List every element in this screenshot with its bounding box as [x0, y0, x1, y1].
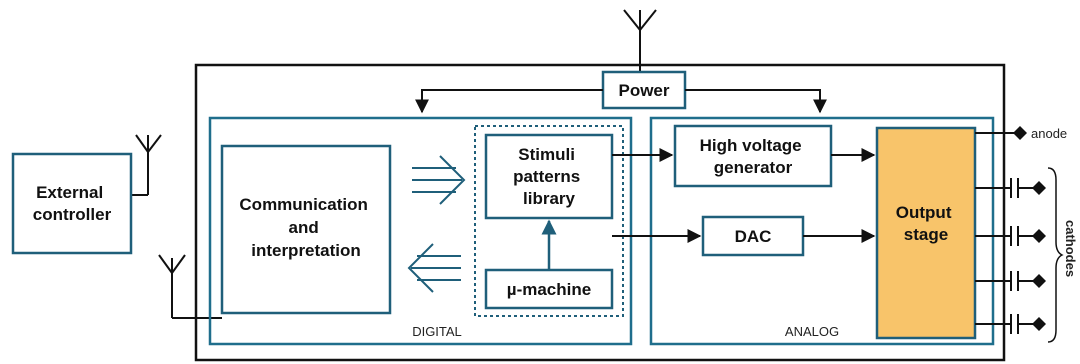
output-stage-label-line2: stage	[904, 225, 948, 244]
svg-text:External controller: External controller	[33, 183, 112, 224]
analog-section-label: ANALOG	[785, 324, 839, 339]
power-label: Power	[618, 81, 669, 100]
external-controller-label-line2: controller	[33, 205, 112, 224]
analog-section	[649, 116, 995, 346]
dac-block	[701, 215, 805, 257]
cathode-terminal-icon	[1032, 181, 1046, 195]
cathode-terminal-icon	[1032, 317, 1046, 331]
cathode-terminal-icon	[1032, 229, 1046, 243]
external-controller-label-line1: External	[36, 183, 103, 202]
communication-label-line2: and	[289, 218, 319, 237]
output-stage-block	[875, 126, 977, 340]
digital-section-label: DIGITAL	[412, 324, 462, 339]
communication-block	[220, 144, 392, 315]
dac-label: DAC	[735, 227, 772, 246]
svg-text:Stimuli patterns libra: Stimuli patterns library	[513, 145, 585, 208]
external-controller-block	[11, 152, 133, 255]
cathode-channel	[975, 226, 1034, 246]
implant-antenna-icon	[158, 254, 222, 319]
stimuli-library-block	[484, 133, 614, 220]
cathode-channel	[975, 314, 1034, 334]
svg-text:Output stage: Output stage	[896, 203, 956, 244]
high-voltage-label-line2: generator	[714, 158, 793, 177]
top-antenna-icon	[623, 9, 657, 75]
cathode-terminal-icon	[1032, 274, 1046, 288]
high-voltage-block	[673, 124, 833, 188]
output-stage-label-line1: Output	[896, 203, 952, 222]
communication-label-line1: Communication	[239, 195, 367, 214]
stimuli-label-line1: Stimuli	[518, 145, 575, 164]
power-distribution-lines	[415, 89, 827, 114]
communication-label-line3: interpretation	[251, 241, 361, 260]
anode-label: anode	[1031, 126, 1067, 141]
stimuli-label-line2: patterns	[513, 167, 580, 186]
stimuli-label-line3: library	[523, 189, 576, 208]
hollow-arrow-right-icon	[412, 155, 466, 205]
cathode-channel	[975, 271, 1034, 291]
hollow-arrow-left-icon	[407, 243, 461, 293]
cathodes-brace	[1047, 167, 1064, 343]
cathodes-label: cathodes	[1063, 220, 1078, 277]
high-voltage-label-line1: High voltage	[700, 136, 802, 155]
svg-text:High voltage generator: High voltage generator	[700, 136, 807, 177]
controller-antenna-icon	[131, 134, 162, 196]
mu-machine-label: µ-machine	[507, 280, 591, 299]
digital-section	[208, 116, 633, 346]
anode-terminal-icon	[1013, 126, 1027, 140]
svg-text:Communication and inte: Communication and interpretation	[239, 195, 372, 260]
implant-outline	[194, 63, 1006, 362]
digital-core-group	[474, 125, 624, 317]
cathode-channel	[975, 178, 1034, 198]
